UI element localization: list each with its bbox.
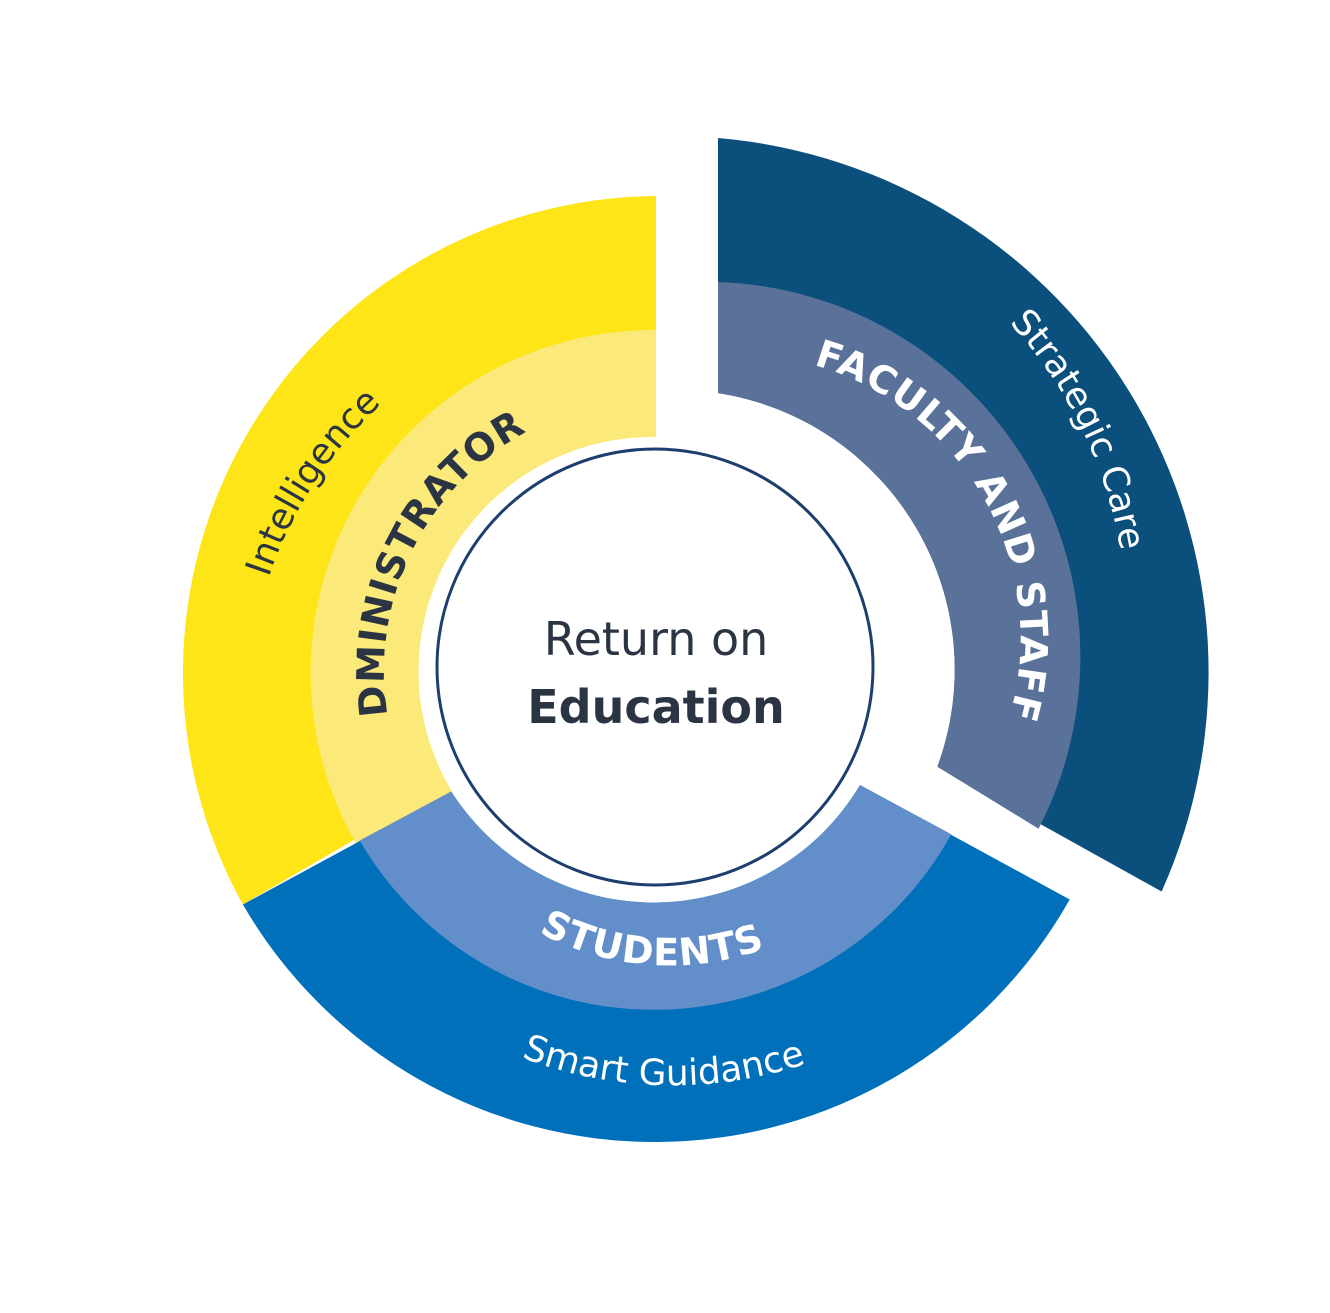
- center-title-line1: Return on: [544, 612, 769, 666]
- center-circle: [435, 447, 875, 887]
- students-inner-band: [359, 785, 952, 1010]
- segment-students: [242, 785, 1070, 1143]
- segment-administrators: [182, 196, 656, 905]
- segment-faculty-and-staff: [718, 138, 1209, 892]
- faculty-inner-band: [718, 282, 1081, 829]
- center-title-line2: Education: [527, 680, 785, 734]
- administrators-inner-band: [310, 329, 656, 844]
- center-hub: Return on Education: [435, 447, 875, 887]
